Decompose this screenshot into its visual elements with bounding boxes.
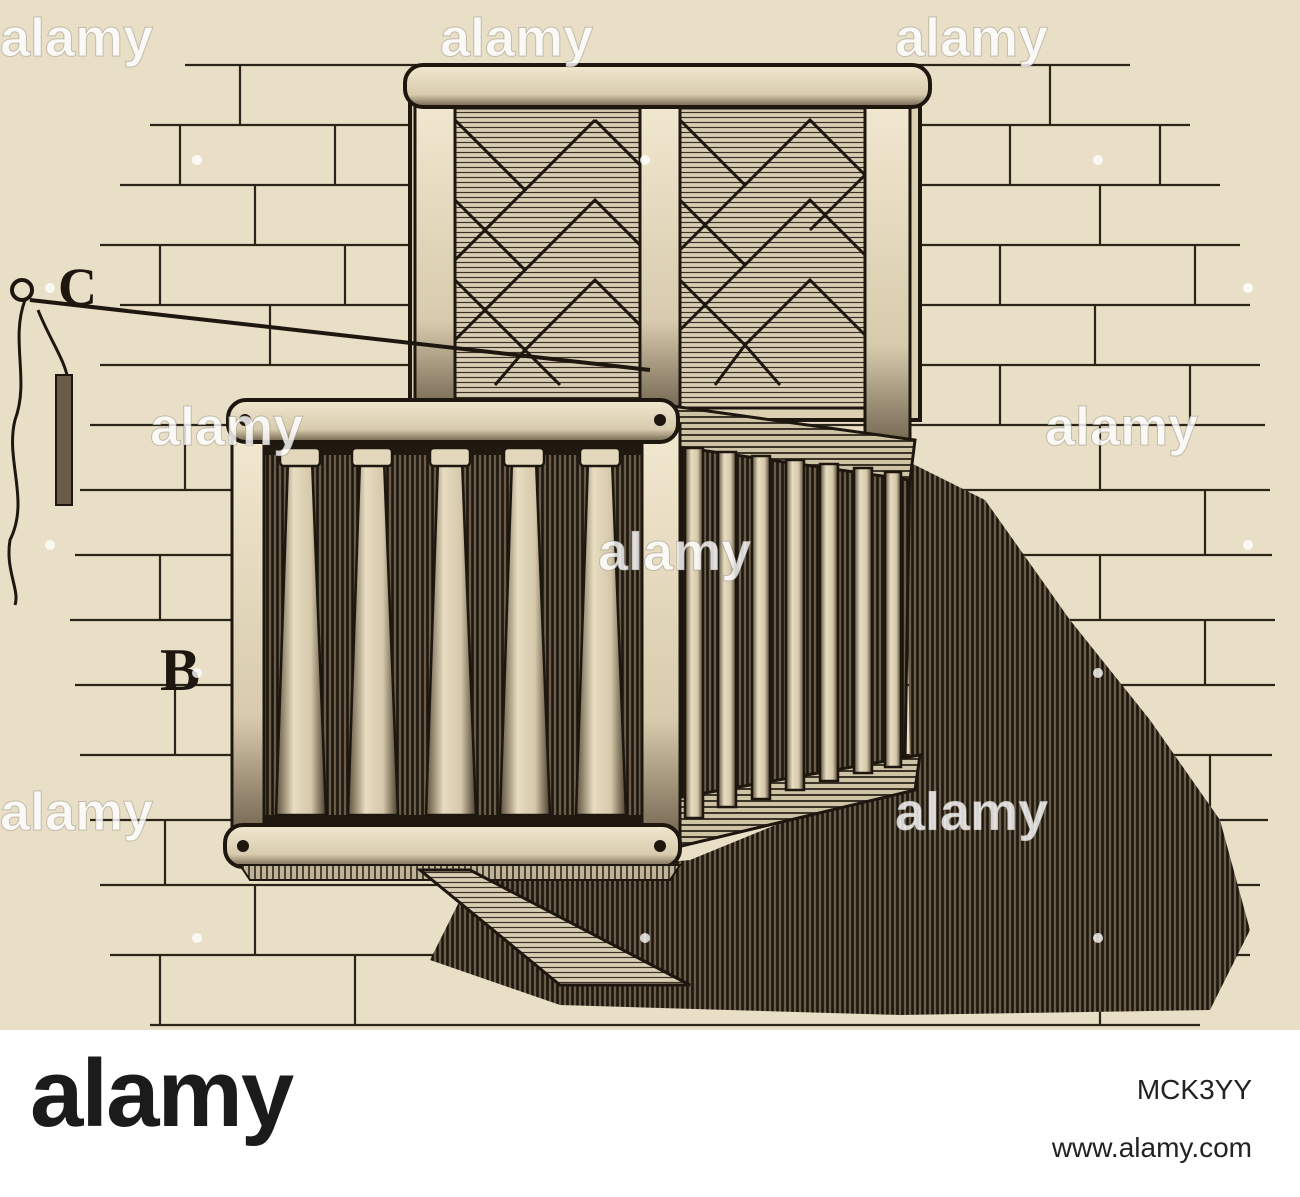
- watermark-text: alamy: [150, 397, 303, 457]
- watermark-text: alamy: [895, 8, 1048, 68]
- hanging-cord: [7, 278, 651, 606]
- site-url-link[interactable]: www.alamy.com: [1051, 1132, 1252, 1163]
- watermark-text: alamy: [0, 782, 153, 842]
- watermark-text: alamy: [440, 8, 593, 68]
- support-bracket: [238, 864, 691, 987]
- engraving-illustration: C B alamy alamy alamy alamy alamy alamy …: [0, 0, 1300, 1030]
- window-frame: [403, 63, 932, 452]
- cage-side: [663, 403, 922, 852]
- label-c: C: [58, 257, 97, 317]
- watermark-dots: [45, 155, 1253, 943]
- watermark-text: alamy: [895, 782, 1048, 842]
- image-id: MCK3YY: [1136, 1074, 1252, 1105]
- watermark-text: alamy: [598, 522, 751, 582]
- alamy-logo[interactable]: alamy: [30, 1040, 294, 1147]
- watermark-text: alamy: [0, 8, 153, 68]
- watermark-layer: alamy alamy alamy alamy alamy alamy alam…: [0, 8, 1199, 843]
- cage-front: [223, 398, 682, 869]
- stock-footer-banner: alamy MCK3YY www.alamy.com: [0, 1030, 1300, 1197]
- watermark-text: alamy: [1045, 397, 1198, 457]
